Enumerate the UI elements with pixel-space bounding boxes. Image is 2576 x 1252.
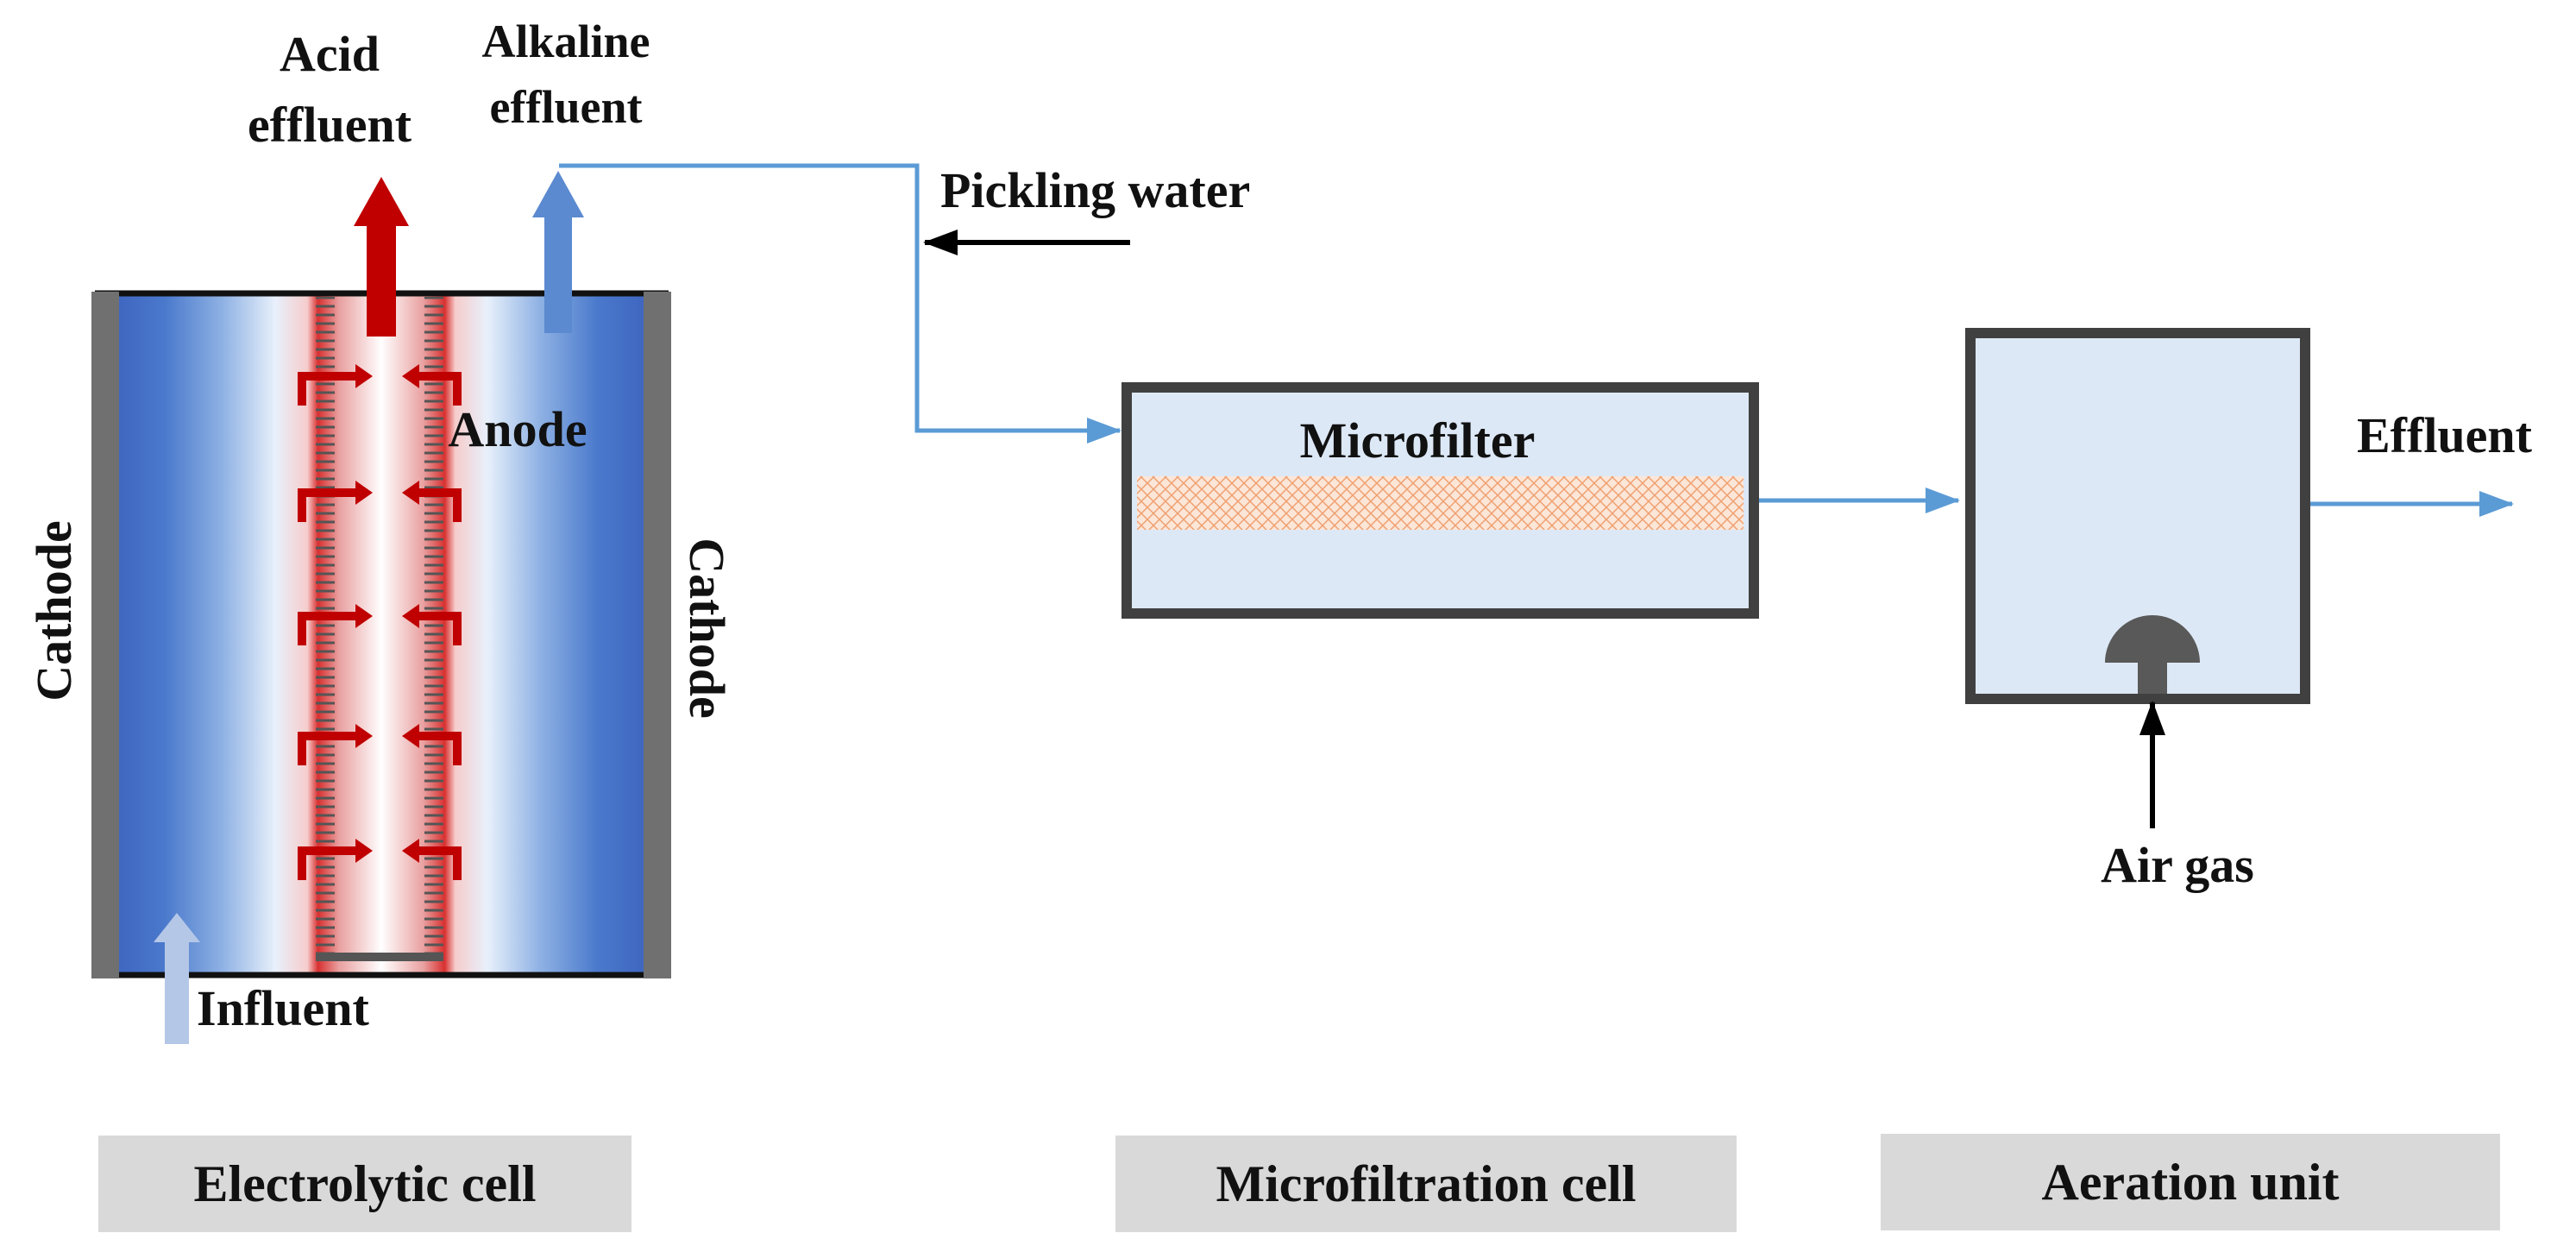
pipe-alkaline-to-microfilter xyxy=(559,163,1122,444)
anode-membrane-bottom xyxy=(316,953,443,961)
cathode-plate-right xyxy=(644,292,671,978)
captions: Electrolytic cell Microfiltration cell A… xyxy=(98,1134,2500,1232)
acid-effluent-label-line2: effluent xyxy=(248,97,412,153)
caption-microfiltration-cell: Microfiltration cell xyxy=(1216,1155,1636,1212)
ion-flow-arrows xyxy=(298,364,462,880)
air-diffuser-stem xyxy=(2138,661,2167,694)
electrolyte-chamber xyxy=(117,293,645,975)
ion-arrow-left-5 xyxy=(298,839,373,880)
caption-box-microfiltration xyxy=(1115,1136,1737,1232)
ion-arrow-right-1 xyxy=(402,364,462,406)
influent-label: Influent xyxy=(197,980,370,1036)
ion-arrow-left-3 xyxy=(298,604,373,645)
aeration-unit: Air gas xyxy=(1965,328,2310,893)
caption-box-electrolytic xyxy=(98,1136,631,1232)
anode-membrane-left xyxy=(316,297,335,958)
effluent-label: Effluent xyxy=(2357,407,2533,463)
piping: Pickling water Effluent xyxy=(559,162,2533,517)
ion-arrow-right-4 xyxy=(402,724,462,765)
cathode-label-left: Cathode xyxy=(26,520,82,701)
alkaline-effluent-arrow xyxy=(532,171,584,333)
pickling-water-label: Pickling water xyxy=(940,162,1250,218)
ion-arrow-right-3 xyxy=(402,604,462,645)
air-gas-label: Air gas xyxy=(2101,837,2254,893)
ion-arrow-left-4 xyxy=(298,724,373,765)
acid-effluent-arrow xyxy=(354,177,409,337)
alkaline-effluent-label-line2: effluent xyxy=(490,81,643,133)
anode-membrane-right xyxy=(424,297,443,958)
microfiltration-cell: Microfilter xyxy=(1122,382,1759,619)
cathode-label-right: Cathode xyxy=(679,538,735,718)
ion-arrow-right-5 xyxy=(402,839,462,880)
caption-electrolytic-cell: Electrolytic cell xyxy=(193,1155,536,1212)
caption-aeration-unit: Aeration unit xyxy=(2042,1154,2340,1211)
anode-label: Anode xyxy=(448,401,587,457)
cathode-plate-left xyxy=(91,292,119,978)
ion-arrow-right-2 xyxy=(402,481,462,522)
alkaline-effluent-label-line1: Alkaline xyxy=(481,16,650,67)
electrolytic-cell: Acid effluent Alkaline effluent Anode Ca… xyxy=(26,16,735,1044)
caption-box-aeration xyxy=(1881,1134,2500,1230)
acid-effluent-label-line1: Acid xyxy=(280,26,380,82)
ion-arrow-left-1 xyxy=(298,364,373,406)
microfilter-label: Microfilter xyxy=(1300,412,1536,469)
influent-arrow xyxy=(154,913,200,1044)
ion-arrow-left-2 xyxy=(298,481,373,522)
microfilter-media xyxy=(1137,476,1744,530)
air-diffuser xyxy=(2105,615,2200,663)
